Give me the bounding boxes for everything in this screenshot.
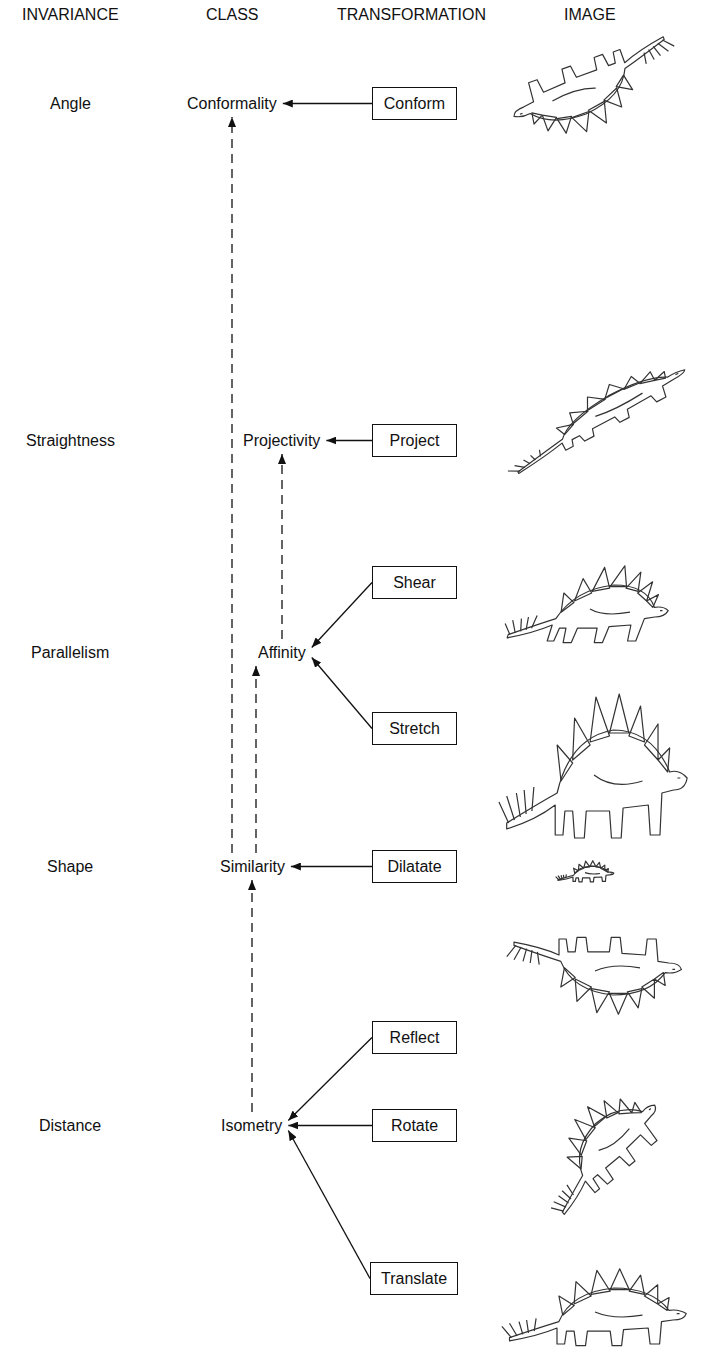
transformation-name: Dilatate	[383, 857, 446, 876]
translated-dinosaur	[502, 1269, 686, 1346]
column-header: CLASS	[206, 5, 258, 24]
inclusion-arrow	[281, 454, 282, 639]
class-label: Isometry	[221, 1116, 282, 1135]
sheared-dinosaur	[499, 566, 682, 643]
transformation-box: Reflect	[372, 1021, 457, 1054]
transformation-arrow	[312, 658, 372, 729]
column-header: IMAGE	[564, 5, 616, 24]
transformation-box: Dilatate	[372, 850, 457, 883]
class-name: Conformality	[184, 92, 280, 115]
class-name: Isometry	[218, 1114, 285, 1137]
invariance-label: Distance	[39, 1116, 101, 1135]
transformation-box: Shear	[372, 566, 457, 599]
invariance-label: Angle	[50, 94, 91, 113]
class-name: Projectivity	[240, 429, 323, 452]
transformation-box: Translate	[370, 1262, 458, 1295]
inclusion-arrow	[255, 666, 256, 853]
inclusion-arrow	[251, 880, 252, 1112]
transformation-arrow	[312, 583, 372, 648]
transformation-name: Translate	[381, 1269, 447, 1288]
class-name: Similarity	[217, 855, 288, 878]
class-label: Similarity	[220, 857, 285, 876]
invariance-label: Straightness	[26, 431, 115, 450]
transformation-name: Stretch	[383, 719, 446, 738]
class-label: Affinity	[258, 643, 306, 662]
stretched-dinosaur	[499, 694, 687, 838]
transformation-box: Project	[372, 424, 457, 457]
transformation-arrow	[288, 1038, 372, 1121]
column-header: INVARIANCE	[22, 5, 119, 24]
class-label: Projectivity	[243, 431, 320, 450]
invariance-label: Shape	[47, 857, 93, 876]
transformation-box: Rotate	[372, 1109, 457, 1142]
transformation-arrow	[283, 103, 372, 104]
transformation-arrow	[288, 1125, 372, 1126]
transformation-box: Conform	[372, 87, 457, 120]
transformation-name: Project	[383, 431, 446, 450]
class-label: Conformality	[187, 94, 277, 113]
column-header: TRANSFORMATION	[337, 5, 486, 24]
projected-dinosaur	[494, 350, 692, 480]
class-name: Affinity	[255, 641, 309, 664]
transformation-name: Rotate	[383, 1116, 446, 1135]
transformation-box: Stretch	[372, 712, 457, 745]
transformation-arrow	[326, 440, 372, 441]
transformation-arrow	[288, 1131, 370, 1279]
transformation-name: Reflect	[383, 1028, 446, 1047]
invariance-label: Parallelism	[31, 643, 109, 662]
transformation-name: Shear	[383, 573, 446, 592]
transformation-name: Conform	[383, 94, 446, 113]
reflected-dinosaur	[507, 937, 682, 1014]
conformal-dinosaur	[504, 30, 691, 153]
transformation-arrow	[291, 866, 372, 867]
rotated-dinosaur	[516, 1073, 674, 1222]
inclusion-arrow	[231, 117, 232, 853]
dilated-dinosaur	[556, 861, 614, 882]
